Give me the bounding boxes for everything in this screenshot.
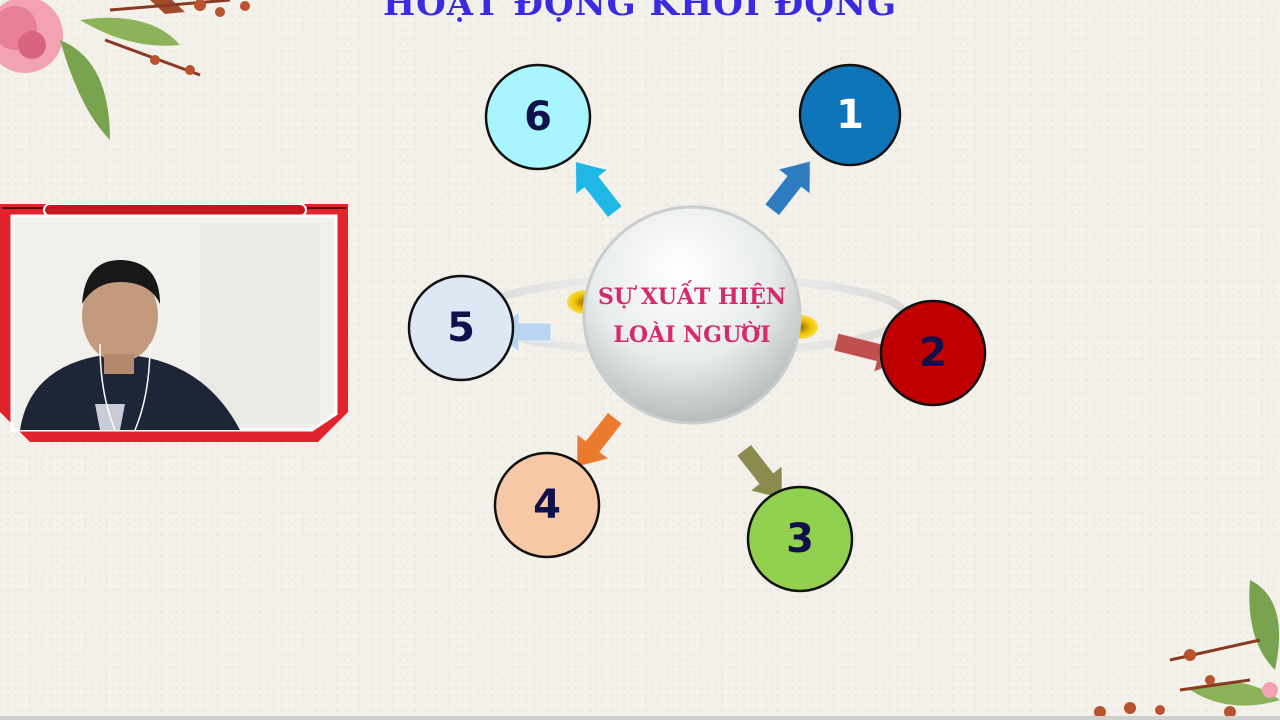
center-sphere	[582, 205, 802, 425]
arrow-to-circle-1	[764, 160, 811, 217]
flower-decoration-top-left	[0, 0, 250, 140]
question-number-5[interactable]: 5	[447, 305, 475, 351]
arrow-to-circle-4	[576, 411, 623, 468]
question-number-2[interactable]: 2	[919, 330, 947, 376]
question-circle-2[interactable]	[879, 299, 987, 407]
question-number-4[interactable]: 4	[533, 482, 561, 528]
center-topic-line-2: LOÀI NGƯỜI	[613, 322, 771, 348]
question-circle-5[interactable]	[407, 274, 515, 382]
webcam-overlay	[0, 204, 348, 442]
question-circle-4[interactable]	[493, 451, 601, 559]
bottom-border	[0, 716, 1280, 720]
center-topic-line-1: SỰ XUẤT HIỆN	[597, 284, 787, 310]
question-number-1[interactable]: 1	[836, 92, 864, 138]
arrow-to-circle-3	[736, 443, 783, 500]
question-number-3[interactable]: 3	[786, 516, 814, 562]
question-circle-6[interactable]	[484, 63, 592, 171]
question-circle-1[interactable]	[798, 63, 902, 167]
slide-title: HOẠT ĐỘNG KHỞI ĐỘNG	[382, 0, 898, 24]
flower-decoration-bottom-right	[1094, 580, 1280, 718]
presenter-video	[20, 224, 320, 431]
question-circle-3[interactable]	[746, 485, 854, 593]
question-number-6[interactable]: 6	[524, 94, 552, 140]
arrow-to-circle-6	[575, 160, 623, 219]
center-topic: SỰ XUẤT HIỆN LOÀI NGƯỜI	[580, 278, 804, 354]
